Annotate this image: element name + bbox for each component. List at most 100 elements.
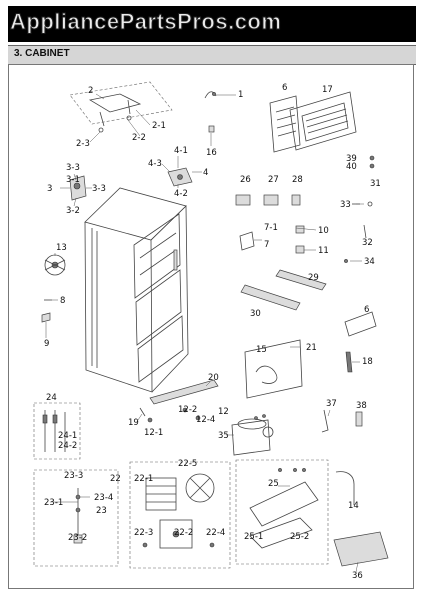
label-22-5: 22-5	[178, 459, 197, 469]
label-2-1: 2-1	[152, 121, 166, 131]
label-22-2: 22-2	[174, 528, 193, 538]
label-38: 38	[356, 401, 367, 411]
label-19: 19	[128, 418, 139, 428]
label-7: 7	[264, 240, 269, 250]
label-6-right: 6	[364, 305, 369, 315]
label-40: 40	[346, 162, 357, 172]
label-22-1: 22-1	[134, 474, 153, 484]
label-3-1: 3-1	[66, 175, 80, 185]
cabinet-body	[84, 187, 189, 393]
part-1-screw	[212, 92, 216, 96]
label-2: 2	[88, 86, 93, 96]
part-17-grille	[289, 91, 357, 151]
part-16-cap	[208, 125, 215, 133]
part-24-tubes	[33, 402, 81, 460]
part-3-hinge	[60, 175, 92, 201]
label-23-2: 23-2	[68, 533, 87, 543]
part-9-bracket	[41, 312, 51, 323]
label-32: 32	[362, 238, 373, 248]
section-title: 3. CABINET	[14, 48, 70, 59]
part-18-bracket	[345, 351, 353, 373]
part-37-drain	[321, 409, 329, 433]
label-36: 36	[352, 571, 363, 581]
part-20-rail	[149, 379, 219, 405]
label-25-1: 25-1	[244, 532, 263, 542]
label-12-4: 12-4	[196, 415, 215, 425]
label-22-4: 22-4	[206, 528, 225, 538]
part-4-hinge	[167, 167, 202, 187]
part-15-panel	[244, 339, 303, 399]
part-35-compressor	[231, 414, 274, 456]
label-24: 24	[46, 393, 57, 403]
label-7-1: 7-1	[264, 223, 278, 233]
label-23-3: 23-3	[64, 471, 83, 481]
label-22-3: 22-3	[134, 528, 153, 538]
part-15-wire	[255, 365, 278, 384]
part-22-fan-assembly	[129, 461, 231, 569]
label-21: 21	[306, 343, 317, 353]
part-10-cap	[295, 225, 305, 234]
label-13: 13	[56, 243, 67, 253]
label-12: 12	[218, 407, 229, 417]
label-18: 18	[362, 357, 373, 367]
label-23: 23	[96, 506, 107, 516]
label-22: 22	[110, 474, 121, 484]
part-5-bracket	[344, 311, 377, 337]
label-2-2: 2-2	[132, 133, 146, 143]
part-19-screw	[139, 407, 146, 417]
label-3-3: 3-3	[92, 184, 106, 194]
label-16: 16	[206, 148, 217, 158]
part-34-screw	[344, 259, 348, 263]
part-40-screw	[369, 163, 375, 169]
label-25-2: 25-2	[290, 532, 309, 542]
part-23-valve-assembly	[33, 469, 119, 567]
label-29: 29	[308, 273, 319, 283]
label-23-4: 23-4	[94, 493, 113, 503]
label-20: 20	[208, 373, 219, 383]
part-11-cap	[295, 245, 305, 254]
part-30-rail	[240, 284, 301, 311]
label-3: 3	[47, 184, 52, 194]
label-33: 33	[340, 200, 351, 210]
label-24-2: 24-2	[58, 441, 77, 451]
label-15: 15	[256, 345, 267, 355]
label-37: 37	[326, 399, 337, 409]
label-4: 4	[203, 168, 208, 178]
label-26: 26	[240, 175, 251, 185]
label-35: 35	[218, 431, 229, 441]
part-6-panel	[269, 95, 301, 153]
label-4-1: 4-1	[174, 146, 188, 156]
label-25: 25	[268, 479, 279, 489]
label-3-2: 3-2	[66, 206, 80, 216]
part-36-drain-pan	[333, 531, 389, 567]
part-26-label	[235, 194, 251, 206]
label-2-3: 2-3	[76, 139, 90, 149]
label-11: 11	[318, 246, 329, 256]
part-27-label	[263, 194, 279, 206]
part-32-screw	[363, 224, 367, 239]
part-12-1-screw	[147, 417, 153, 423]
part-38-filter	[355, 411, 363, 427]
label-17: 17	[322, 85, 333, 95]
diagram-frame	[8, 64, 414, 589]
label-12-1: 12-1	[144, 428, 163, 438]
part-12-screw	[182, 407, 188, 413]
label-28: 28	[292, 175, 303, 185]
label-31: 31	[370, 179, 381, 189]
label-8: 8	[60, 296, 65, 306]
header-bar	[8, 6, 416, 42]
label-4-2: 4-2	[174, 189, 188, 199]
part-7-bracket	[239, 231, 255, 251]
label-1: 1	[238, 90, 243, 100]
label-3-3-top: 3-3	[66, 163, 80, 173]
part-13-fan-blade	[44, 254, 66, 276]
label-4-3: 4-3	[148, 159, 162, 169]
part-12-4-screw	[195, 415, 201, 421]
label-6: 6	[282, 83, 287, 93]
part-33-washer	[367, 201, 373, 207]
label-23-1: 23-1	[44, 498, 63, 508]
watermark-logo: AppliancePartsPros.com	[9, 9, 282, 35]
part-29-rail	[275, 269, 327, 291]
label-27: 27	[268, 175, 279, 185]
